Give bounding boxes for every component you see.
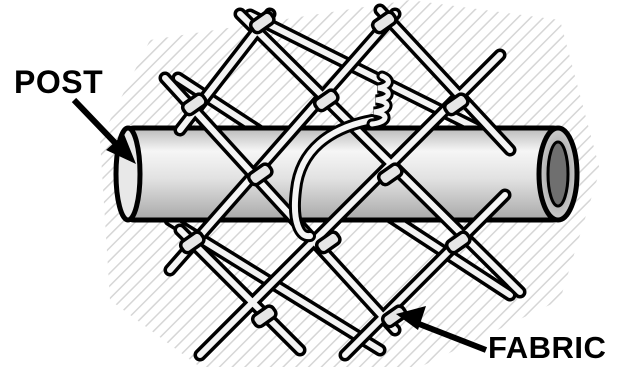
post-arrow: [71, 97, 136, 164]
post-label: POST: [14, 64, 104, 100]
fabric-label: FABRIC: [488, 330, 607, 365]
fabric-arrow: [396, 306, 488, 353]
fabric-knuckles: [178, 10, 472, 329]
tie-wire: [289, 70, 394, 243]
